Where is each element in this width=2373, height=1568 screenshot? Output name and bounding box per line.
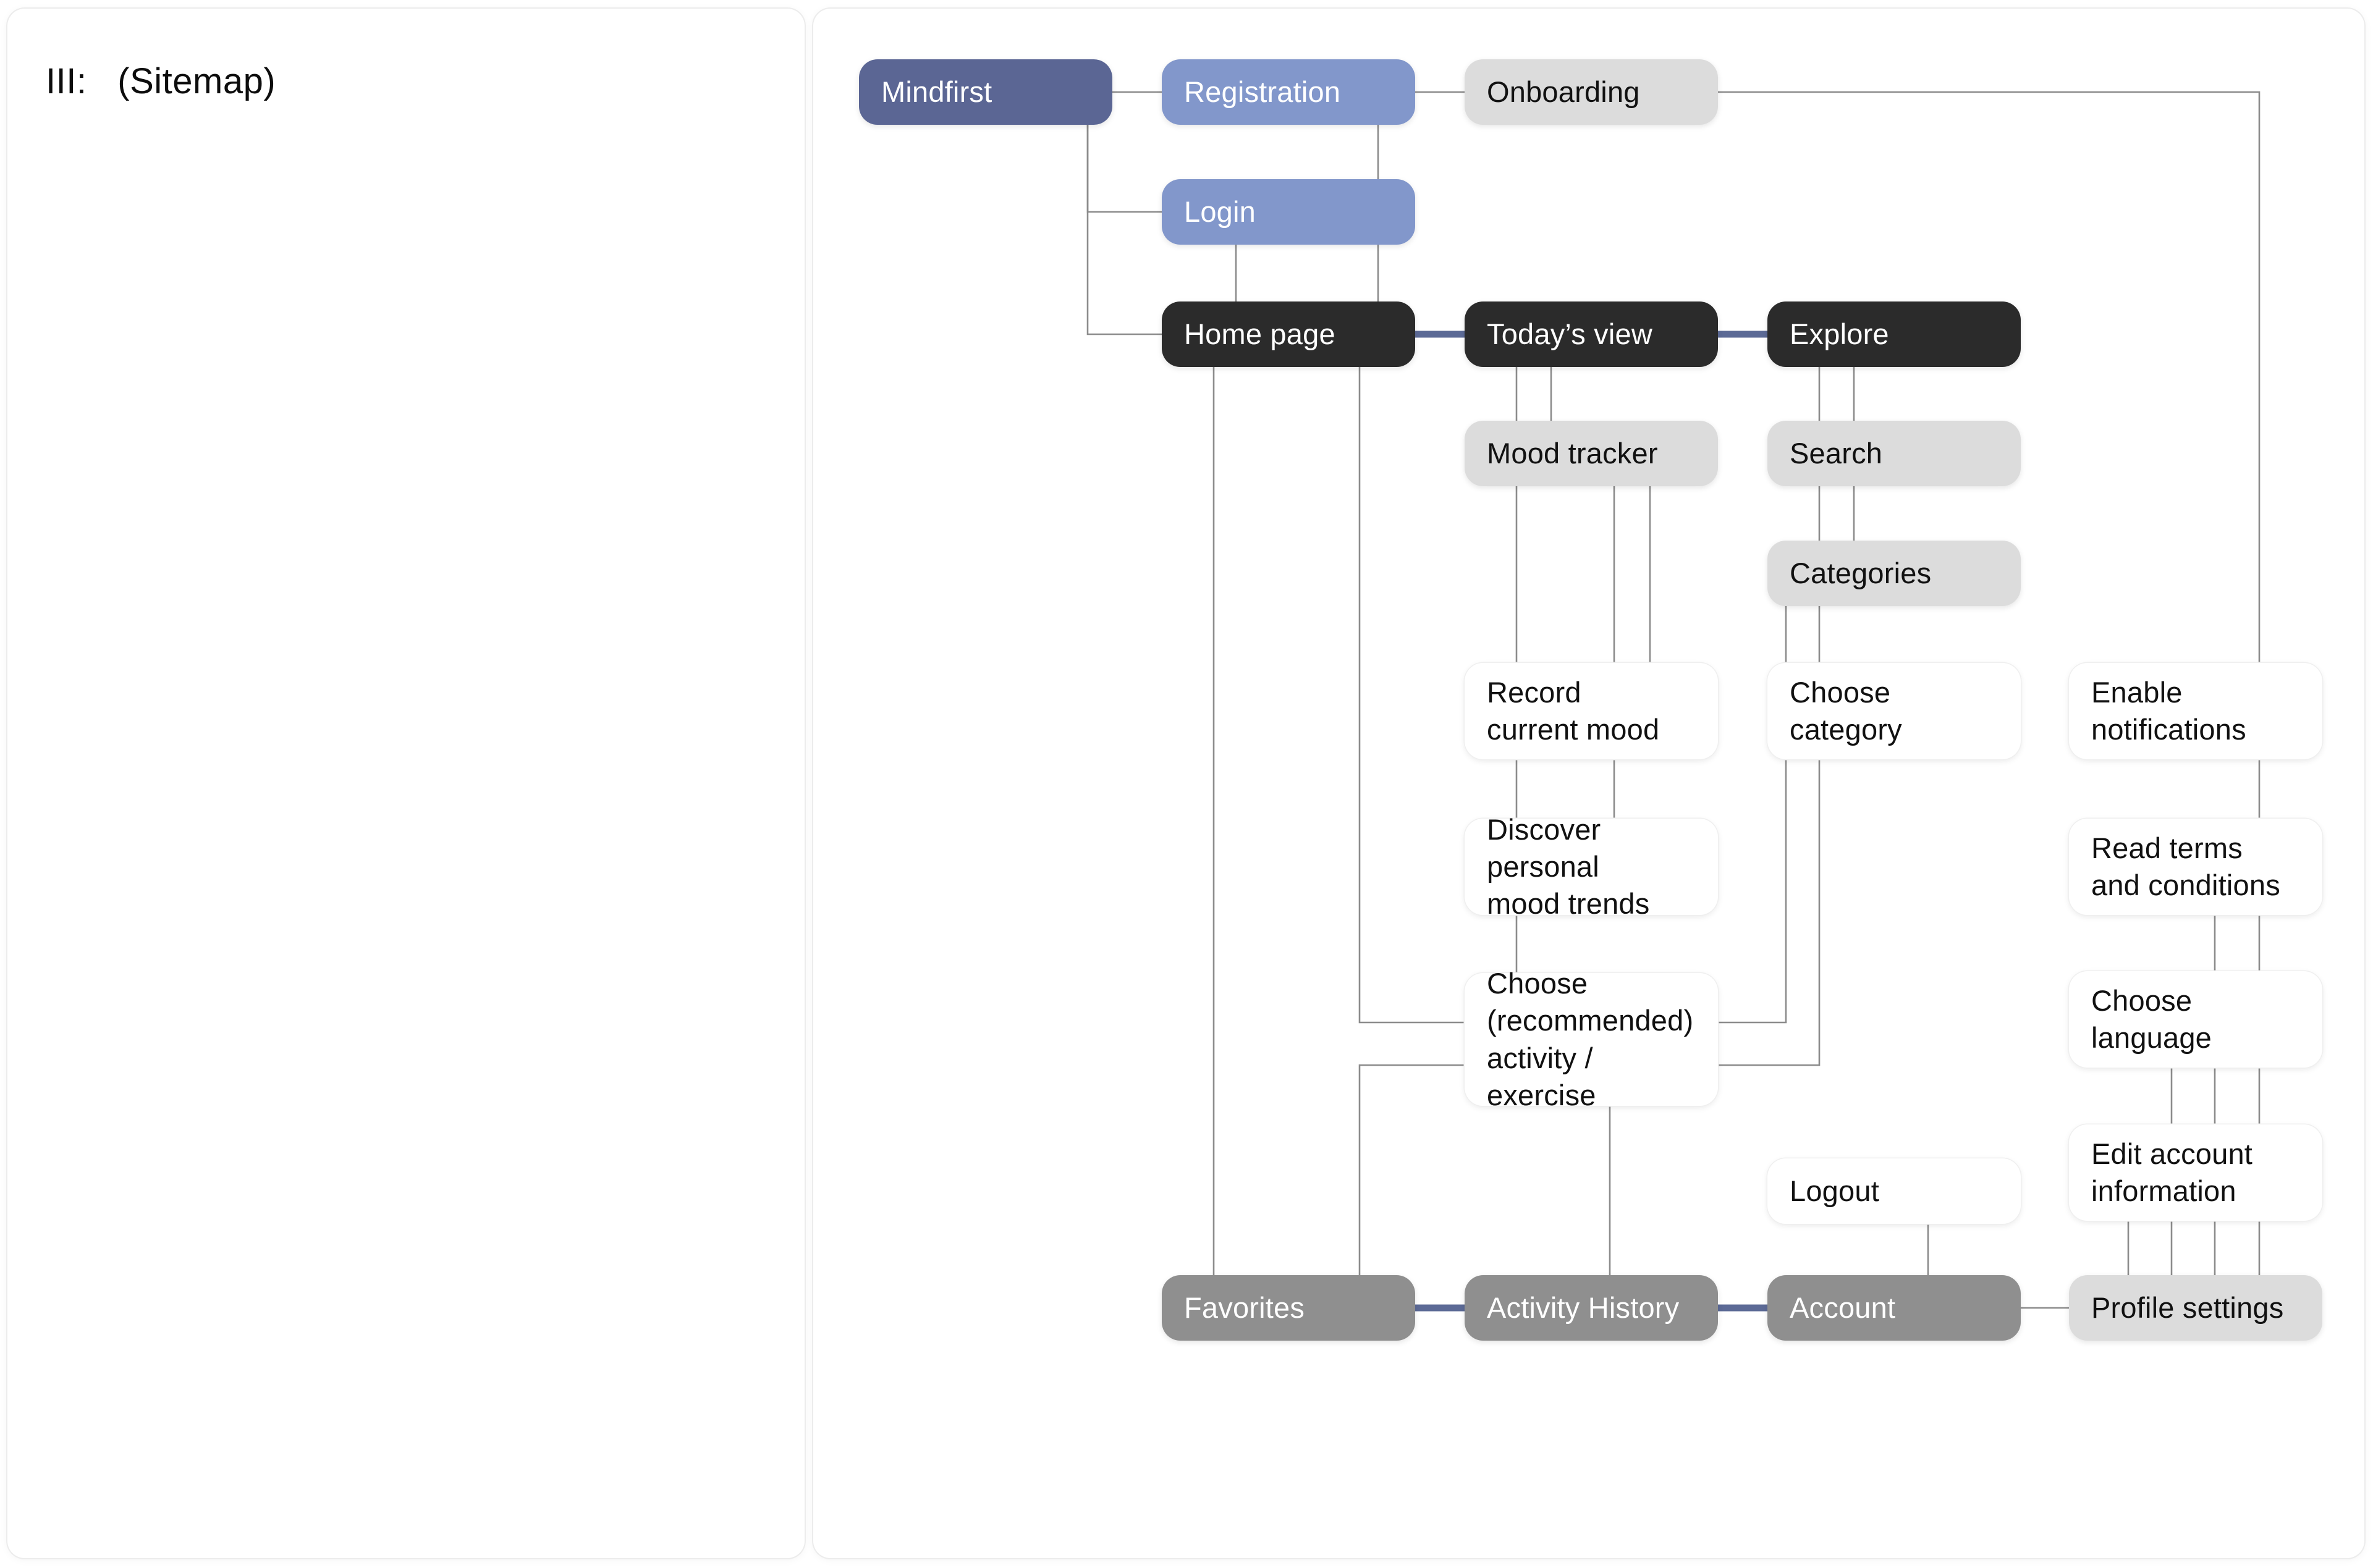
node-enable-notif[interactable]: Enable notifications	[2069, 663, 2322, 759]
node-profile-settings[interactable]: Profile settings	[2069, 1275, 2322, 1341]
node-activity-hist[interactable]: Activity History	[1465, 1275, 1718, 1341]
node-label: Choose language	[2091, 984, 2212, 1054]
node-label: Choose (recommended) activity / exercise	[1487, 967, 1694, 1111]
node-label: Today’s view	[1487, 317, 1652, 350]
node-mood-tracker[interactable]: Mood tracker	[1465, 421, 1718, 486]
node-label: Discover personal mood trends	[1487, 812, 1650, 921]
node-search[interactable]: Search	[1767, 421, 2021, 486]
node-explore[interactable]: Explore	[1767, 301, 2021, 367]
node-label: Login	[1184, 195, 1256, 228]
node-choose-category[interactable]: Choose category	[1767, 663, 2021, 759]
node-home-page[interactable]: Home page	[1162, 301, 1415, 367]
node-mood-trends[interactable]: Discover personal mood trends	[1465, 813, 1718, 920]
node-logout[interactable]: Logout	[1767, 1158, 2021, 1224]
node-choose-language[interactable]: Choose language	[2069, 971, 2322, 1068]
node-label: Home page	[1184, 317, 1335, 350]
node-registration[interactable]: Registration	[1162, 59, 1415, 125]
node-onboarding[interactable]: Onboarding	[1465, 59, 1718, 125]
node-label: Categories	[1790, 556, 1932, 589]
node-label: Explore	[1790, 317, 1889, 350]
node-label: Profile settings	[2091, 1291, 2284, 1324]
node-account[interactable]: Account	[1767, 1275, 2021, 1341]
node-label: Registration	[1184, 75, 1341, 108]
node-label: Enable notifications	[2091, 675, 2246, 746]
node-favorites[interactable]: Favorites	[1162, 1275, 1415, 1341]
node-todays-view[interactable]: Today’s view	[1465, 301, 1718, 367]
node-edit-account[interactable]: Edit account information	[2069, 1124, 2322, 1221]
node-label: Read terms and conditions	[2091, 831, 2280, 901]
node-mindfirst[interactable]: Mindfirst	[859, 59, 1112, 125]
node-record-mood[interactable]: Record current mood	[1465, 663, 1718, 759]
node-label: Mindfirst	[881, 75, 992, 108]
node-label: Record current mood	[1487, 675, 1660, 746]
node-label: Mood tracker	[1487, 436, 1658, 470]
node-label: Account	[1790, 1291, 1896, 1324]
node-choose-activity[interactable]: Choose (recommended) activity / exercise	[1465, 967, 1718, 1111]
node-login[interactable]: Login	[1162, 179, 1415, 245]
left-panel: III: (Sitemap)	[7, 9, 805, 1558]
node-label: Choose category	[1790, 675, 1902, 746]
node-label: Search	[1790, 436, 1883, 470]
node-label: Logout	[1790, 1174, 1879, 1207]
page-title: III: (Sitemap)	[46, 61, 276, 101]
node-read-terms[interactable]: Read terms and conditions	[2069, 819, 2322, 915]
node-categories[interactable]: Categories	[1767, 541, 2021, 606]
node-label: Onboarding	[1487, 75, 1640, 108]
node-label: Favorites	[1184, 1291, 1305, 1324]
node-label: Edit account information	[2091, 1137, 2253, 1207]
node-label: Activity History	[1487, 1291, 1680, 1324]
